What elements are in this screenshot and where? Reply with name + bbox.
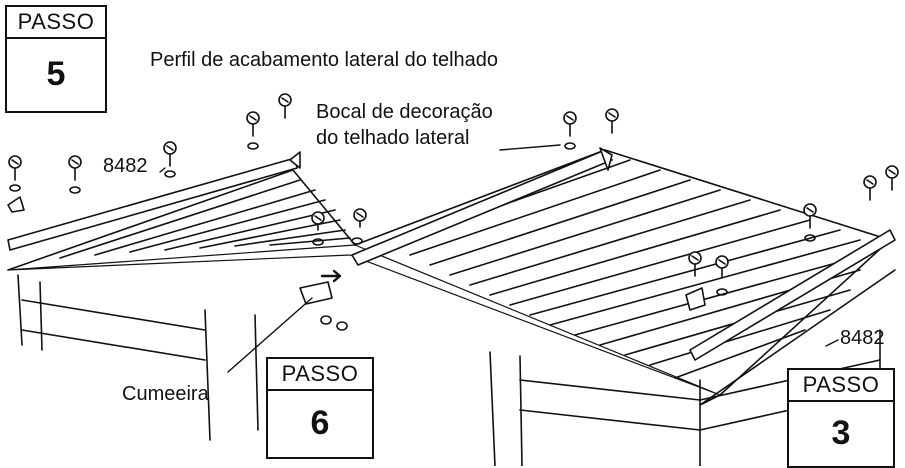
leaders xyxy=(159,144,839,373)
roof-panels xyxy=(7,149,896,406)
part-number-left: 8482 xyxy=(103,155,148,177)
decor-caps xyxy=(7,147,706,311)
trim-strips xyxy=(7,149,896,361)
step-5-label: PASSO xyxy=(7,7,105,39)
step-5-box: PASSO 5 xyxy=(5,5,107,113)
decor-cap-caption-line1: Bocal de decoração xyxy=(316,101,493,123)
step-6-number: 6 xyxy=(310,404,330,442)
ridge-cap xyxy=(299,281,333,305)
step-5-number: 5 xyxy=(46,55,66,93)
step-6-label: PASSO xyxy=(268,359,372,391)
shed-walls xyxy=(17,274,881,466)
decor-cap-caption-line2: do telhado lateral xyxy=(316,127,470,149)
screws xyxy=(8,93,899,331)
step-3-box: PASSO 3 xyxy=(787,368,895,468)
part-number-right: 8482 xyxy=(840,327,885,349)
ridge-caption: Cumeeira xyxy=(122,383,209,405)
step-3-number: 3 xyxy=(831,414,851,452)
step-6-box: PASSO 6 xyxy=(266,357,374,459)
side-trim-caption: Perfil de acabamento lateral do telhado xyxy=(150,49,499,71)
step-3-label: PASSO xyxy=(789,370,893,402)
